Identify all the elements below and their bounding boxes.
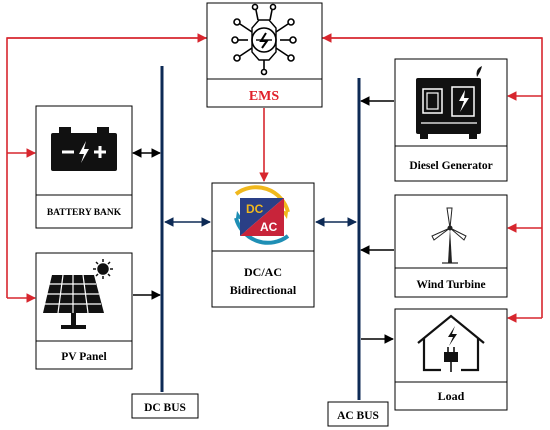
ems-node: EMS bbox=[206, 2, 323, 108]
energy-network-icon bbox=[231, 3, 297, 76]
wind-node: Wind Turbine bbox=[394, 194, 508, 298]
dc-bus-label: DC BUS bbox=[144, 402, 186, 414]
sun-icon bbox=[93, 259, 113, 279]
battery-icon bbox=[51, 127, 117, 171]
dc-ac-converter-icon: DC AC bbox=[234, 185, 290, 245]
converter-node: DC AC DC/AC Bidirectional bbox=[211, 182, 315, 308]
wind-label: Wind Turbine bbox=[416, 279, 485, 291]
ac-bus-label-box: AC BUS bbox=[327, 401, 389, 427]
converter-label-line2: Bidirectional bbox=[230, 283, 297, 297]
solar-panel-icon bbox=[43, 259, 113, 329]
diesel-generator-icon bbox=[416, 66, 482, 139]
dc-icon-text: DC bbox=[246, 202, 264, 216]
power-flow-lines bbox=[132, 96, 394, 344]
house-load-icon bbox=[417, 314, 485, 372]
diesel-node: Diesel Generator bbox=[394, 58, 508, 182]
battery-node: BATTERY BANK bbox=[35, 105, 133, 229]
wind-turbine-icon bbox=[431, 207, 467, 264]
load-node: Load bbox=[394, 308, 508, 411]
pv-label: PV Panel bbox=[61, 351, 106, 363]
pv-node: PV Panel bbox=[35, 252, 133, 370]
diesel-label: Diesel Generator bbox=[409, 160, 492, 172]
battery-label: BATTERY BANK bbox=[47, 208, 122, 218]
ac-bus-label: AC BUS bbox=[337, 410, 379, 422]
converter-label-line1: DC/AC bbox=[244, 265, 282, 279]
load-label: Load bbox=[438, 389, 465, 403]
ems-control-lines bbox=[6, 33, 543, 323]
ac-icon-text: AC bbox=[260, 220, 278, 234]
ems-label: EMS bbox=[249, 89, 280, 104]
dc-bus-label-box: DC BUS bbox=[131, 393, 199, 419]
